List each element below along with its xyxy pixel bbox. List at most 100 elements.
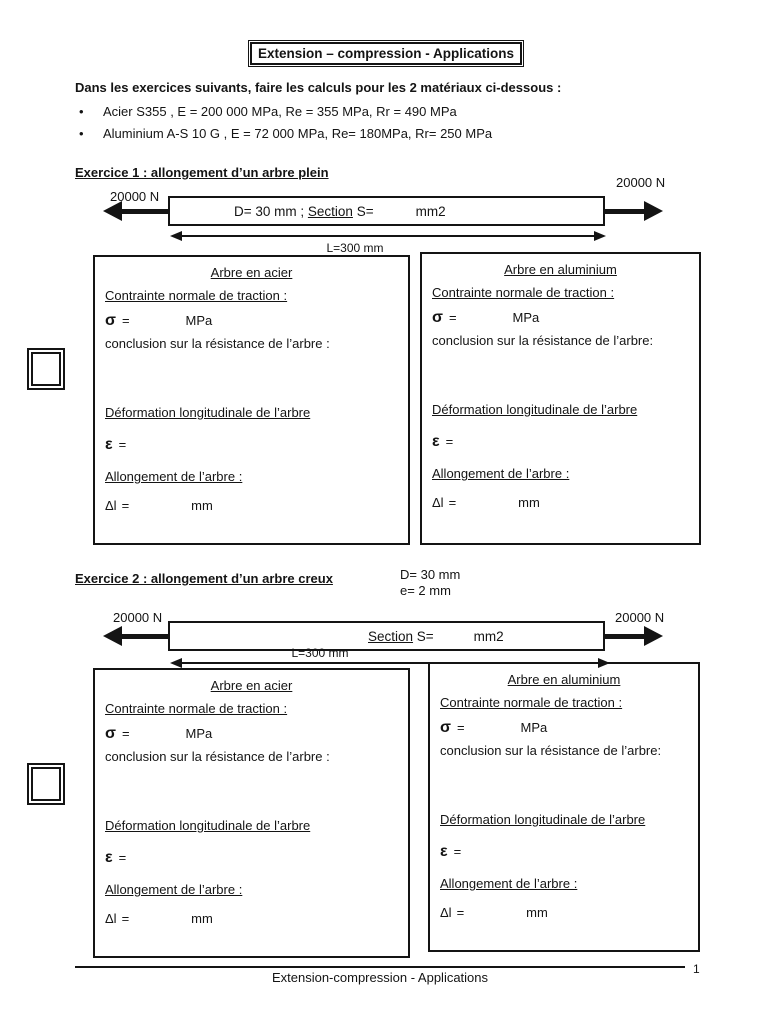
- ex1-bar-section-eq: S=: [352, 203, 374, 219]
- ex1-aluminium-box: Arbre en aluminium Contrainte normale de…: [420, 252, 701, 545]
- elongation-heading: Allongement de l’arbre :: [105, 469, 243, 484]
- ex2-force-arrow-right: [603, 626, 663, 646]
- elongation-heading: Allongement de l’arbre :: [432, 466, 570, 481]
- equals-sign: =: [448, 310, 457, 325]
- sigma-symbol: σ: [105, 725, 116, 742]
- material-item: • Aluminium A-S 10 G , E = 72 000 MPa, R…: [79, 126, 492, 142]
- ex1-force-left-label: 20000 N: [110, 189, 160, 204]
- ex2-force-right-label: 20000 N: [615, 610, 665, 625]
- page-number: 1: [693, 962, 700, 976]
- strain-heading: Déformation longitudinale de l’arbre: [105, 405, 311, 420]
- margin-square-bottom: [27, 763, 65, 805]
- equals-sign: =: [121, 313, 130, 328]
- epsilon-symbol: ε: [432, 433, 440, 450]
- footer-divider: [75, 966, 685, 968]
- delta-row: Δl = mm: [105, 498, 398, 514]
- ex2-bar-section-word: Section: [368, 628, 414, 644]
- epsilon-symbol: ε: [105, 436, 113, 453]
- dim-line: [182, 235, 594, 237]
- epsilon-row: ε=: [440, 843, 688, 861]
- epsilon-row: ε=: [105, 849, 398, 867]
- arrow-head-right-icon: [644, 626, 663, 646]
- sigma-symbol: σ: [432, 309, 443, 326]
- ex1-force-arrow-right: [603, 201, 663, 221]
- bullet-icon: •: [79, 104, 84, 119]
- exercise2-heading: Exercice 2 : allongement d’un arbre creu…: [75, 571, 333, 586]
- sigma-row: σ = MPa: [105, 725, 398, 743]
- ex1-bar-unit: mm2: [415, 203, 446, 219]
- delta-row: Δl = mm: [432, 495, 689, 511]
- equals-sign: =: [453, 844, 462, 859]
- arrow-shaft: [603, 208, 644, 214]
- arrow-head-left-icon: [103, 201, 122, 221]
- conclusion-line: conclusion sur la résistance de l’arbre …: [105, 336, 330, 351]
- margin-square-inner: [31, 767, 61, 801]
- ex2-bar-unit: mm2: [473, 628, 504, 644]
- sigma-unit: MPa: [185, 313, 213, 328]
- intro-text: Dans les exercices suivants, faire les c…: [75, 80, 562, 95]
- sigma-symbol: σ: [440, 719, 451, 736]
- equals-sign: =: [448, 495, 457, 510]
- delta-symbol: Δl: [440, 905, 452, 920]
- stress-heading: Contrainte normale de traction :: [440, 695, 623, 710]
- sigma-row: σ=MPa: [105, 312, 398, 330]
- ex2-diameter-label: D= 30 mm: [400, 567, 461, 582]
- sigma-row: σ = MPa: [440, 719, 688, 737]
- material-item: • Acier S355 , E = 200 000 MPa, Re = 355…: [79, 104, 457, 120]
- equals-sign: =: [456, 905, 465, 920]
- stress-heading: Contrainte normale de traction :: [105, 701, 288, 716]
- bullet-icon: •: [79, 126, 84, 141]
- equals-sign: =: [118, 437, 127, 452]
- strain-heading: Déformation longitudinale de l’arbre: [440, 812, 646, 827]
- equals-sign: =: [121, 498, 130, 513]
- ex2-force-arrow-left: [103, 626, 170, 646]
- equals-sign: =: [445, 434, 454, 449]
- epsilon-row: ε=: [105, 436, 398, 454]
- equals-sign: =: [121, 726, 130, 741]
- ex1-force-right-label: 20000 N: [616, 175, 666, 190]
- ex2-specimen-bar: Section S= mm2: [168, 621, 605, 651]
- margin-square-top: [27, 348, 65, 390]
- elongation-heading: Allongement de l’arbre :: [440, 876, 578, 891]
- delta-unit: mm: [518, 495, 540, 510]
- dim-line: [182, 662, 598, 664]
- arrow-head-left-icon: [103, 626, 122, 646]
- ex1-bar-section-word: Section: [307, 203, 353, 219]
- conclusion-line: conclusion sur la résistance de l’arbre:: [440, 743, 662, 758]
- ex2-thickness-label: e= 2 mm: [400, 583, 451, 598]
- delta-unit: mm: [526, 905, 548, 920]
- conclusion-line: conclusion sur la résistance de l’arbre:: [432, 333, 654, 348]
- stress-heading: Contrainte normale de traction :: [432, 285, 615, 300]
- delta-symbol: Δl: [105, 911, 117, 926]
- equals-sign: =: [456, 720, 465, 735]
- stress-heading: Contrainte normale de traction :: [105, 288, 288, 303]
- strain-heading: Déformation longitudinale de l’arbre: [105, 818, 311, 833]
- ex1-length-label: L=300 mm: [326, 241, 384, 255]
- epsilon-symbol: ε: [440, 843, 448, 860]
- dim-head-right-icon: [594, 231, 606, 241]
- conclusion-line: conclusion sur la résistance de l’arbre …: [105, 749, 330, 764]
- delta-symbol: Δl: [105, 498, 117, 513]
- arrow-shaft: [603, 633, 644, 639]
- ex2-bar-section-eq: S=: [413, 628, 434, 644]
- box-title: Arbre en aluminium: [507, 672, 621, 687]
- delta-unit: mm: [191, 911, 213, 926]
- footer-text: Extension-compression - Applications: [271, 970, 489, 985]
- dim-head-right-icon: [598, 658, 610, 668]
- sigma-unit: MPa: [185, 726, 213, 741]
- material-steel-text: Acier S355 , E = 200 000 MPa, Re = 355 M…: [103, 104, 457, 119]
- ex2-force-left-label: 20000 N: [113, 610, 163, 625]
- sigma-unit: MPa: [512, 310, 540, 325]
- delta-unit: mm: [191, 498, 213, 513]
- ex2-length-label: L=300 mm: [291, 646, 349, 660]
- ex1-steel-box: Arbre en acier Contrainte normale de tra…: [93, 255, 410, 545]
- elongation-heading: Allongement de l’arbre :: [105, 882, 243, 897]
- dim-head-left-icon: [170, 658, 182, 668]
- delta-symbol: Δl: [432, 495, 444, 510]
- epsilon-row: ε=: [432, 433, 689, 451]
- sigma-unit: MPa: [520, 720, 548, 735]
- margin-square-inner: [31, 352, 61, 386]
- exercise1-heading: Exercice 1 : allongement d’un arbre plei…: [75, 165, 329, 180]
- strain-heading: Déformation longitudinale de l’arbre: [432, 402, 638, 417]
- equals-sign: =: [118, 850, 127, 865]
